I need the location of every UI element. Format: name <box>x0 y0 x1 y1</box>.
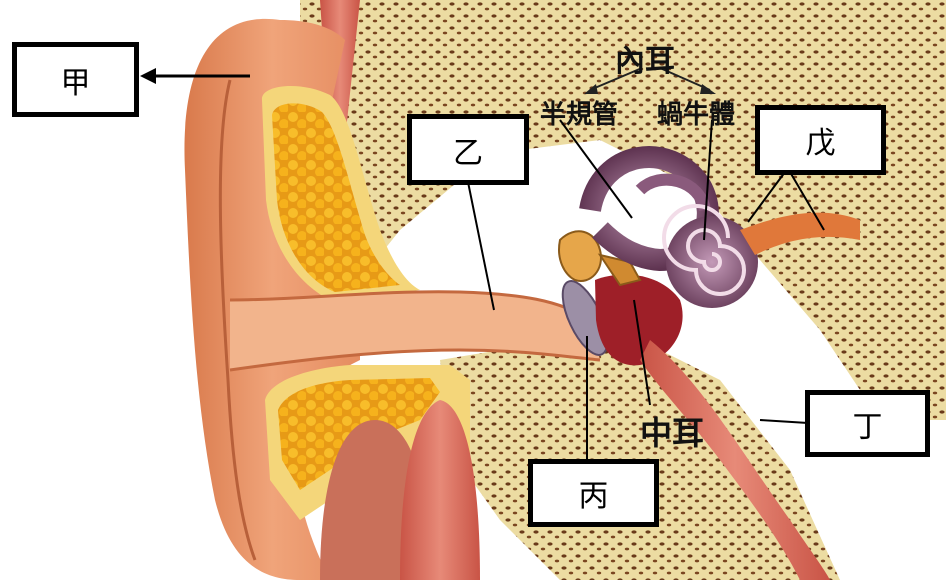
pointer-ding <box>760 420 808 423</box>
middle-ear-cavity <box>595 275 683 366</box>
pointer-jia-arrowhead <box>140 68 156 84</box>
label-box-ding: 丁 <box>805 390 930 457</box>
inner-ear-heading: 內耳 <box>615 36 675 80</box>
cochlea-heading: 蝸牛體 <box>657 94 735 131</box>
label-box-yi: 乙 <box>407 114 529 185</box>
label-box-wu: 戊 <box>755 105 886 175</box>
pointer-yi <box>468 182 494 310</box>
semicircular-canals-heading: 半規管 <box>540 94 618 131</box>
label-box-jia: 甲 <box>12 42 139 117</box>
label-box-bing: 丙 <box>528 459 659 527</box>
middle-ear-heading: 中耳 <box>640 408 704 454</box>
